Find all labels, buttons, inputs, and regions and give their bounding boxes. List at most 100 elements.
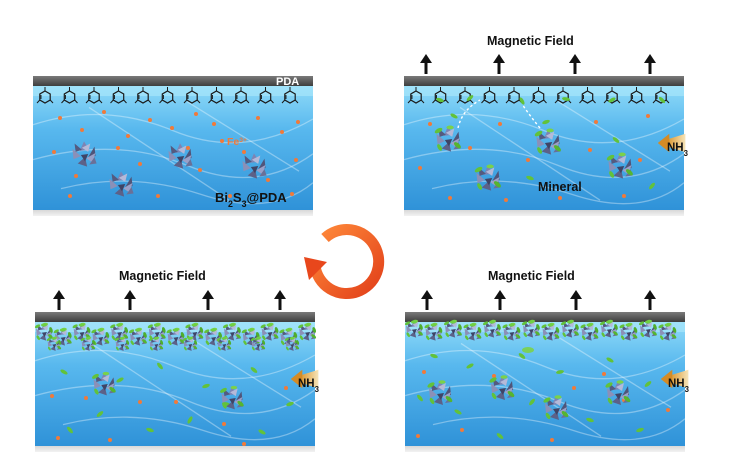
mineral-particle <box>526 175 534 181</box>
field-label: Magnetic Field <box>119 269 206 283</box>
mineral-particle <box>250 367 258 373</box>
fe-ion-dot <box>666 408 670 412</box>
fe-ion-dot <box>498 122 502 126</box>
fe-ion-dot <box>50 394 54 398</box>
mineral-particle <box>612 137 620 143</box>
nh3-sub: 3 <box>684 149 689 158</box>
pda-bar <box>404 76 684 86</box>
fe-ion-dot <box>126 134 130 138</box>
nh3-label: NH3 <box>298 378 320 394</box>
field-arrow-icon <box>51 288 67 312</box>
s-label: S <box>233 190 242 205</box>
mineral-particle <box>606 357 614 363</box>
fe-ion-dot <box>550 438 554 442</box>
fe-ion-dot <box>256 116 260 120</box>
bi-label: Bi <box>215 190 228 205</box>
mineral-particle <box>519 97 525 105</box>
mineral-particle <box>436 97 444 103</box>
field-label: Magnetic Field <box>488 269 575 283</box>
nh3-label: NH <box>667 142 684 154</box>
mineral-particle <box>586 417 594 423</box>
fe-ion-dot <box>228 194 232 198</box>
mineral-particle <box>556 370 564 374</box>
magnetic-field-label: Magnetic Field <box>488 269 575 283</box>
mineral-particle <box>658 96 666 104</box>
fe-ion-dot <box>170 126 174 130</box>
fe-ion-dot <box>280 130 284 134</box>
bi-sub: 2 <box>228 199 233 209</box>
fe-ion-dot <box>108 438 112 442</box>
field-arrow-icon <box>200 288 216 312</box>
nh3-label: NH3 <box>668 378 690 394</box>
fe-ion-dot <box>74 174 78 178</box>
fe-ion-dot <box>80 128 84 132</box>
fe-ion-dot <box>526 158 530 162</box>
bi2s3-pda-label: Bi2S3@PDA <box>215 190 287 209</box>
mineral-particle <box>96 411 104 417</box>
magnetic-field-label: Magnetic Field <box>119 269 206 283</box>
fe-ion-dot <box>622 194 626 198</box>
field-arrow-icon <box>419 288 435 312</box>
mineral-particle <box>60 369 68 375</box>
fe-ion-dot <box>594 120 598 124</box>
fe-ion-dot <box>422 370 426 374</box>
fe-charge: 3+ <box>239 137 247 144</box>
fe-ion-dot <box>646 114 650 118</box>
fe-ion-dot <box>56 436 60 440</box>
mineral-particle <box>466 95 474 101</box>
fe-ion-dot <box>222 422 226 426</box>
nh3-sub: 3 <box>685 385 690 394</box>
fe-label: Fe <box>227 136 239 148</box>
pda-bar <box>405 312 685 322</box>
mineral-particle <box>649 182 655 190</box>
pda-label: PDA <box>276 76 299 88</box>
pda-bar <box>33 76 313 86</box>
fe-ion-dot <box>284 386 288 390</box>
fe-ion-dot <box>416 434 420 438</box>
fe-ion-dot <box>116 146 120 150</box>
fe-ion-dot <box>572 386 576 390</box>
fe-ion-dot <box>138 162 142 166</box>
mineral-particle <box>529 398 535 406</box>
field-label: Magnetic Field <box>487 34 574 48</box>
field-arrow-icon <box>642 288 658 312</box>
field-arrow-icon <box>492 288 508 312</box>
fe-ion-dot <box>266 178 270 182</box>
fe-ion-dot <box>638 158 642 162</box>
fe-ion-dot <box>504 198 508 202</box>
fe-ion-dot <box>242 442 246 446</box>
floor-strip <box>405 446 685 452</box>
mineral-particle <box>157 362 163 370</box>
mineral-particle <box>116 377 124 383</box>
water-region <box>404 86 684 210</box>
fe-ion-dot <box>220 139 224 143</box>
field-arrow-icon <box>418 52 434 76</box>
nh3-label: NH3 <box>667 142 689 158</box>
fe-ion-dot <box>102 110 106 114</box>
mineral-particle <box>417 394 423 402</box>
panel-top-left: PDA Fe3+ Bi2S3@PDA <box>32 76 314 216</box>
field-arrow-icon <box>491 52 507 76</box>
nh3-label: NH <box>668 378 685 390</box>
motion-path <box>521 103 541 129</box>
fe-ion-dot <box>242 150 246 154</box>
fe-ion-dot <box>294 158 298 162</box>
field-arrow-icon <box>122 288 138 312</box>
fe-ion-dot <box>58 116 62 120</box>
mineral-particle <box>466 363 474 369</box>
fe-ion-dot <box>558 196 562 200</box>
fe-ion-dot <box>448 196 452 200</box>
fe-ion-dot <box>492 374 496 378</box>
fe-ion-dot <box>84 396 88 400</box>
water-region <box>405 322 685 446</box>
mineral-particle <box>636 427 644 433</box>
fe-ion-dot <box>296 120 300 124</box>
mineral-particle <box>202 383 210 389</box>
mineral-particle <box>608 97 616 103</box>
mineral-particle <box>522 347 534 353</box>
mineral-particle <box>67 426 73 434</box>
fe-ion-dot <box>68 194 72 198</box>
mineral-particle <box>644 381 652 387</box>
fe-ion-dot <box>418 166 422 170</box>
